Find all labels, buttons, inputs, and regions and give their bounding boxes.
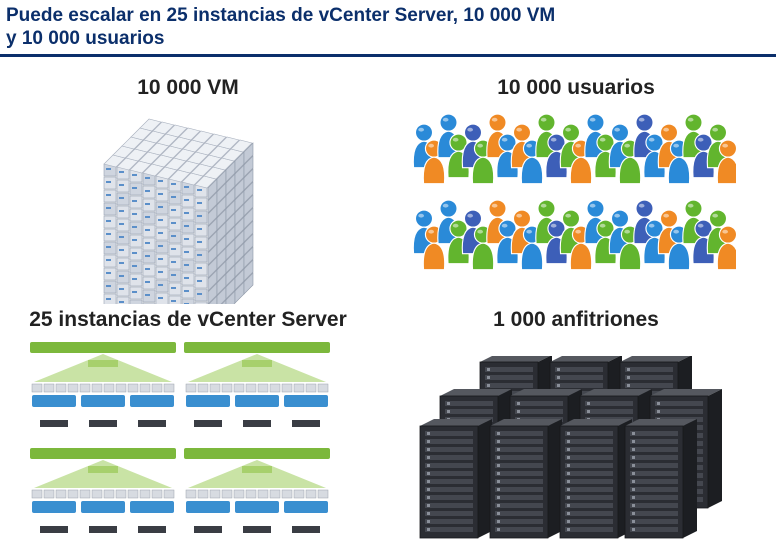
slide-title: Puede escalar en 25 instancias de vCente… [6,4,766,50]
vm-count-label: 10 000 VM [137,76,239,99]
vcenter-diagram-icon [28,340,338,542]
vm-cube-icon [103,118,254,304]
server-racks-icon [419,356,722,539]
vcenter-diagram-1 [30,342,176,427]
vcenter-diagram-4 [184,448,330,533]
vcenter-diagram-3 [30,448,176,533]
vcenter-count-label: 25 instancias de vCenter Server [29,308,347,331]
title-divider [0,54,776,57]
vcenter-diagram-2 [184,342,330,427]
users-crowd-icon [412,113,736,271]
users-count-label: 10 000 usuarios [497,76,655,99]
title-line-1: Puede escalar en 25 instancias de vCente… [6,5,556,26]
title-line-2: y 10 000 usuarios [6,28,165,49]
hosts-count-label: 1 000 anfitriones [493,308,659,331]
